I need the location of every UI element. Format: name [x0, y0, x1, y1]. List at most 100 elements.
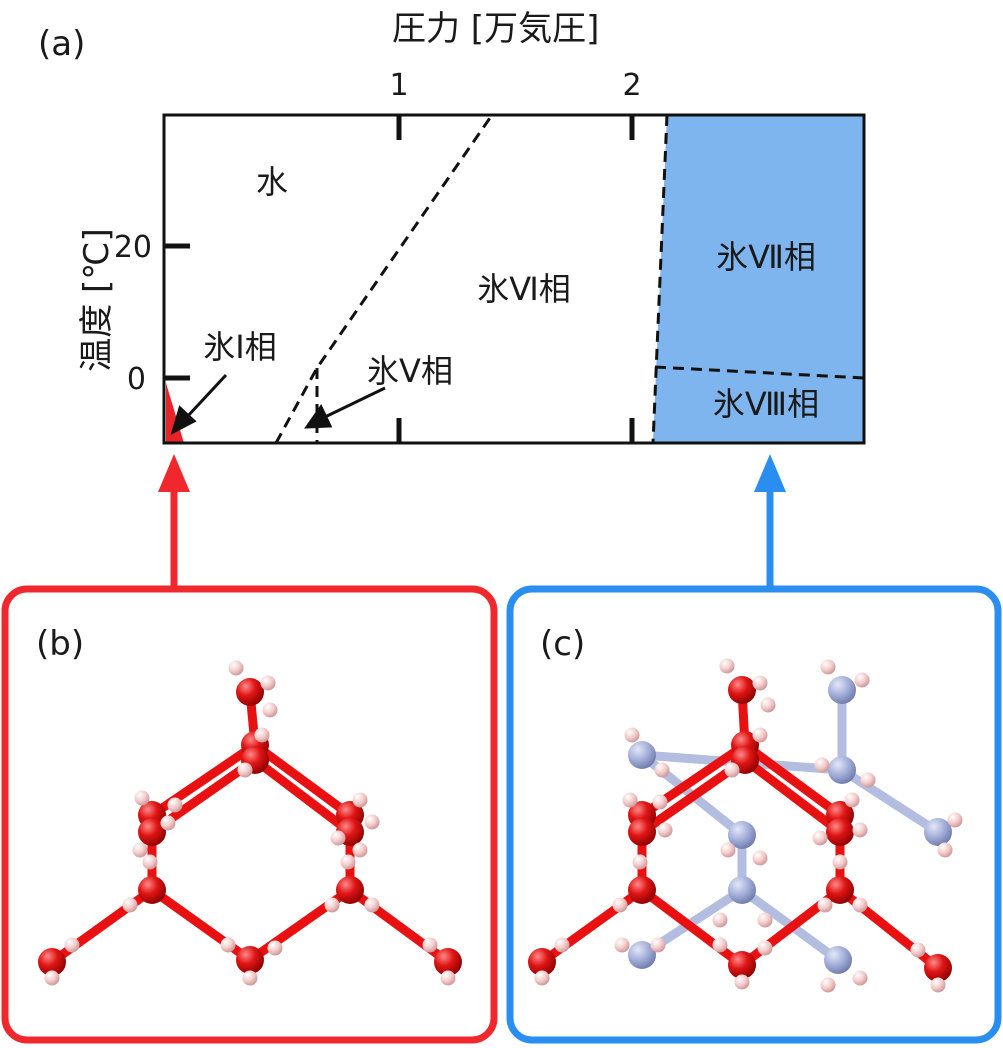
y-tick-label-20: 20	[114, 230, 152, 265]
oxygen-atom	[728, 876, 756, 904]
oxygen-atom	[528, 948, 556, 976]
hydrogen-atom	[237, 762, 253, 778]
hydrogen-atom	[930, 977, 946, 993]
oxygen-atom	[824, 946, 852, 974]
hydrogen-atom	[654, 762, 670, 778]
hydrogen-atom	[554, 937, 570, 953]
hydrogen-atom	[852, 897, 868, 913]
hydrogen-atom	[624, 727, 640, 743]
ice5-pointer-head	[304, 404, 333, 429]
plot-frame	[162, 113, 866, 445]
bond	[250, 740, 355, 820]
ice7-ice8-region-fill	[653, 115, 864, 443]
hydrogen-atom	[534, 970, 550, 986]
hydrogen-atom	[160, 815, 176, 831]
hydrogen-atom	[324, 897, 340, 913]
hydrogen-atom	[812, 830, 828, 846]
hydrogen-atom	[852, 822, 868, 838]
oxygen-atom	[236, 946, 264, 974]
oxygen-atom	[628, 876, 656, 904]
oxygen-atom	[336, 876, 364, 904]
panel-b-label: (b)	[36, 624, 84, 664]
hydrogen-atom	[134, 790, 150, 806]
x-axis-label: 圧力 [万気圧]	[392, 9, 599, 49]
hydrogen-atom	[422, 937, 438, 953]
bond	[637, 885, 747, 970]
oxygen-atom	[628, 741, 656, 769]
region-label-ice6: 氷Ⅵ相	[477, 270, 571, 308]
axis-ticks	[164, 115, 635, 443]
panel-b-frame	[1, 585, 498, 1044]
region-label-ice1: 氷Ⅰ相	[203, 328, 276, 366]
panel-c-frame	[506, 585, 1002, 1044]
region-label-water: 水	[256, 163, 288, 201]
hydrogen-atom	[614, 937, 630, 953]
bond	[740, 740, 845, 820]
hydrogen-atom	[242, 970, 258, 986]
hydrogen-atom	[752, 850, 768, 866]
hydrogen-atom	[132, 842, 148, 858]
ice1-structure	[38, 660, 462, 986]
hydrogen-atom	[142, 854, 158, 870]
hydrogen-atom	[820, 659, 836, 675]
hydrogen-atom	[854, 672, 870, 688]
hydrogen-atom	[757, 940, 773, 956]
connector-right-head	[754, 454, 786, 492]
oxygen-atom	[138, 876, 166, 904]
oxygen-atom	[628, 941, 656, 969]
oxygen-atom	[236, 678, 264, 706]
bond	[837, 765, 943, 837]
annotation-arrows	[170, 373, 386, 435]
hydrogen-atom	[910, 942, 926, 958]
hydrogen-atom	[64, 937, 80, 953]
region-label-ice7: 氷Ⅶ相	[716, 238, 816, 276]
bond	[740, 755, 845, 837]
hydrogen-atom	[650, 937, 666, 953]
hydrogen-atom	[817, 897, 833, 913]
y-axis-label: 温度 [℃]	[77, 228, 117, 372]
hydrogen-atom	[652, 794, 668, 810]
hydrogen-atom	[937, 842, 953, 858]
oxygen-atom	[826, 818, 854, 846]
oxygen-atom	[828, 676, 856, 704]
hydrogen-atom	[262, 702, 278, 718]
connector-left-head	[158, 454, 190, 492]
panel-a-label: (a)	[38, 24, 85, 64]
oxygen-atom	[138, 818, 166, 846]
ice7-second-sublattice	[614, 659, 963, 993]
oxygen-atom	[728, 676, 756, 704]
oxygen-atom	[924, 818, 952, 846]
oxygen-atom	[434, 948, 462, 976]
hydrogen-atom	[820, 977, 836, 993]
panel-a: (a) 圧力 [万気圧] 温度 [℃] 1 2 20 0 水 氷Ⅵ	[38, 9, 866, 445]
hydrogen-atom	[260, 675, 276, 691]
hydrogen-atom	[712, 912, 728, 928]
hydrogen-atom	[752, 727, 768, 743]
panel-c: (c)	[506, 585, 1002, 1044]
oxygen-atom	[924, 954, 952, 982]
hydrogen-atom	[814, 757, 830, 773]
oxygen-atom	[728, 821, 756, 849]
oxygen-atom	[628, 818, 656, 846]
hydrogen-atom	[167, 797, 183, 813]
ice1-pointer-line	[184, 373, 228, 420]
hydrogen-atom	[947, 812, 963, 828]
hydrogen-atom	[719, 658, 735, 674]
hydrogen-atom	[852, 970, 868, 986]
connector-left	[158, 454, 190, 586]
hydrogen-atom	[220, 937, 236, 953]
bond	[250, 755, 355, 837]
oxygen-atom	[728, 951, 756, 979]
region-label-ice8: 氷Ⅷ相	[713, 385, 819, 423]
hydrogen-atom	[757, 912, 773, 928]
oxygen-atom	[38, 948, 66, 976]
hydrogen-atom	[720, 842, 736, 858]
hydrogen-atom	[712, 937, 728, 953]
phase-boundaries	[274, 114, 865, 444]
hydrogen-atom	[364, 897, 380, 913]
hydrogen-atom	[228, 660, 244, 676]
connector-right	[754, 454, 786, 586]
hydrogen-atom	[734, 974, 750, 990]
hydrogen-atom	[844, 792, 860, 808]
